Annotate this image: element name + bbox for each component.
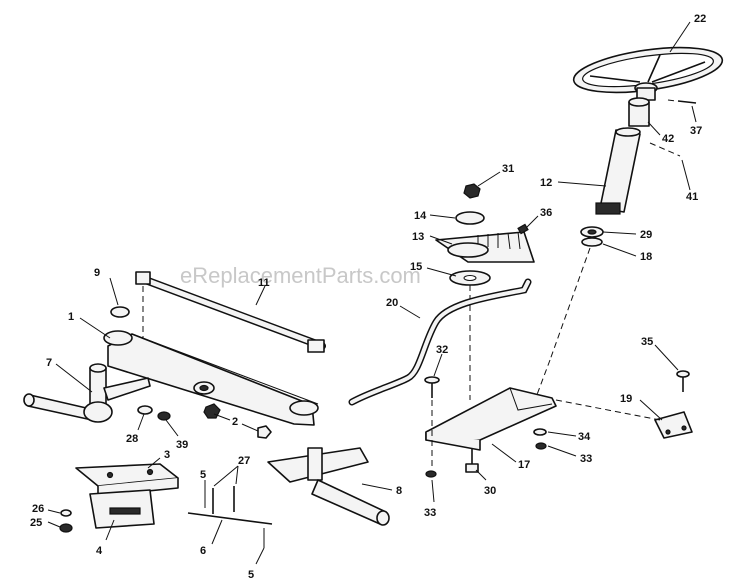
nut-25 <box>59 523 73 533</box>
callout-18: 18 <box>640 251 652 263</box>
callout-22: 22 <box>694 13 706 25</box>
washer-14 <box>455 211 485 225</box>
callout-35: 35 <box>641 336 653 348</box>
axle-bracket <box>75 463 179 529</box>
nut-33a <box>425 470 437 478</box>
callout-28: 28 <box>126 433 138 445</box>
callout-32: 32 <box>436 344 448 356</box>
callout-1: 1 <box>68 311 74 323</box>
callout-25: 25 <box>30 517 42 529</box>
callout-7: 7 <box>46 357 52 369</box>
watermark-text: eReplacementParts.com <box>180 263 421 288</box>
callout-15: 15 <box>410 261 422 273</box>
steering-collar <box>628 97 650 127</box>
callout-27: 27 <box>238 455 250 467</box>
front-axle <box>103 330 319 426</box>
washer-39 <box>157 411 171 421</box>
steering-shaft <box>595 127 641 215</box>
right-spindle <box>267 447 390 526</box>
callout-20: 20 <box>386 297 398 309</box>
support-bracket <box>425 387 557 451</box>
callout-14: 14 <box>414 210 427 222</box>
callout-4: 4 <box>96 545 103 557</box>
bolt-32 <box>424 376 440 398</box>
washer-28 <box>137 405 153 415</box>
callout-39: 39 <box>176 439 188 451</box>
callout-6: 6 <box>200 545 206 557</box>
callout-2: 2 <box>232 416 238 428</box>
bracket-19 <box>654 411 693 439</box>
sector-gear <box>435 231 535 263</box>
nut-33b <box>535 442 547 450</box>
callout-12: 12 <box>540 177 552 189</box>
bolt-30 <box>465 448 479 473</box>
callout-37: 37 <box>690 125 702 137</box>
bolt-26 <box>60 509 72 517</box>
callout-26: 26 <box>32 503 44 515</box>
callout-19: 19 <box>620 393 632 405</box>
callout-31: 31 <box>502 163 514 175</box>
tie-rod <box>135 271 326 353</box>
callout-36: 36 <box>540 207 552 219</box>
washer-34 <box>533 428 547 436</box>
callout-labels: 22 37 42 41 12 31 36 14 13 29 18 15 9 11… <box>30 13 706 581</box>
callout-5a: 5 <box>200 469 206 481</box>
steering-wheel <box>572 46 724 101</box>
bolt-35 <box>676 370 690 392</box>
callout-33a: 33 <box>580 453 592 465</box>
washer-9 <box>110 306 130 318</box>
callout-5b: 5 <box>248 569 254 581</box>
callout-34: 34 <box>578 431 591 443</box>
callout-3: 3 <box>164 449 170 461</box>
callout-17: 17 <box>518 459 530 471</box>
nut-31 <box>463 183 481 199</box>
drag-link <box>348 278 532 406</box>
callout-8: 8 <box>396 485 402 497</box>
callout-29: 29 <box>640 229 652 241</box>
callout-9: 9 <box>94 267 100 279</box>
callout-41: 41 <box>686 191 698 203</box>
leader-lines <box>47 21 697 565</box>
callout-11: 11 <box>258 277 270 289</box>
fitting-2b <box>257 425 272 439</box>
callout-30: 30 <box>484 485 496 497</box>
callout-42: 42 <box>662 133 674 145</box>
pin-37 <box>677 100 697 104</box>
left-spindle <box>23 363 151 423</box>
pivot-rod-6 <box>187 512 273 525</box>
washer-15 <box>449 270 491 286</box>
callout-33b: 33 <box>424 507 436 519</box>
fitting-2a <box>203 403 221 419</box>
shaft-bushing <box>580 226 604 247</box>
callout-13: 13 <box>412 231 424 243</box>
